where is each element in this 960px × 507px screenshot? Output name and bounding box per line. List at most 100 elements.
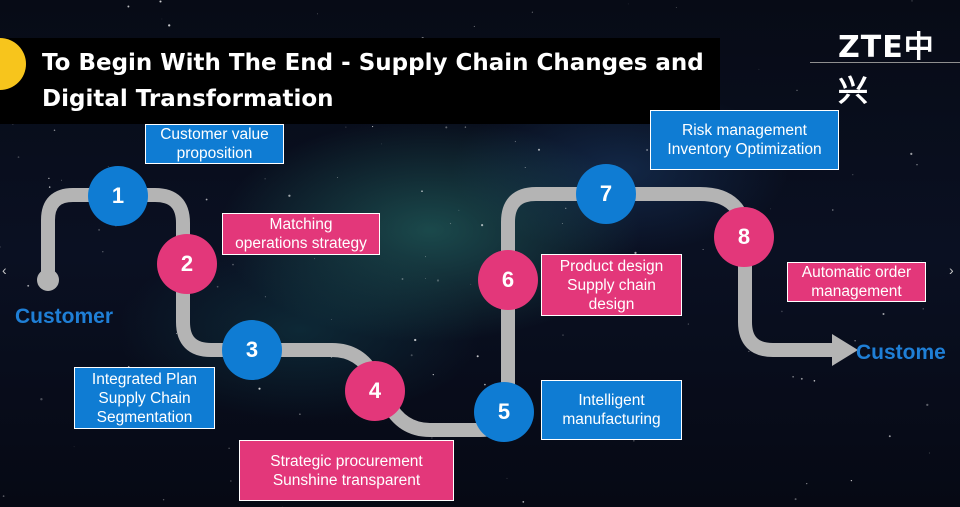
star xyxy=(675,6,677,8)
star xyxy=(562,334,564,336)
label-box-4: Strategic procurement Sunshine transpare… xyxy=(239,440,454,501)
star xyxy=(627,3,629,5)
label-3-line-1: Integrated Plan xyxy=(91,370,198,388)
star xyxy=(531,11,533,13)
step-circle-8[interactable]: 8 xyxy=(714,207,774,267)
step-circle-1[interactable]: 1 xyxy=(88,166,148,226)
label-7-line-2: Inventory Optimization xyxy=(667,141,822,158)
step-circle-4[interactable]: 4 xyxy=(345,361,405,421)
label-box-1: Customer value proposition xyxy=(145,124,284,164)
star xyxy=(175,332,178,334)
star xyxy=(216,285,219,288)
zte-logo: ZTE中兴 xyxy=(838,30,935,109)
star xyxy=(470,283,472,285)
star xyxy=(646,148,649,152)
step-circle-6[interactable]: 6 xyxy=(478,250,538,310)
step-circle-2[interactable]: 2 xyxy=(157,234,217,294)
star xyxy=(687,323,689,325)
star xyxy=(414,338,417,342)
label-box-7: Risk management Inventory Optimization xyxy=(650,110,839,170)
star xyxy=(910,152,913,155)
step-circle-5[interactable]: 5 xyxy=(474,382,534,442)
label-4-line-2: Sunshine transparent xyxy=(272,471,421,489)
chevron-right-icon[interactable]: › xyxy=(949,262,954,278)
star xyxy=(882,312,885,316)
star xyxy=(922,308,924,310)
star xyxy=(102,251,104,253)
label-5-line-1: Intelligent xyxy=(578,392,645,409)
star xyxy=(337,177,338,178)
label-box-3: Integrated Plan Supply Chain Segmentatio… xyxy=(74,367,215,429)
title-line-1: To Begin With The End - Supply Chain Cha… xyxy=(42,50,704,76)
star xyxy=(565,207,567,209)
label-3-line-3: Segmentation xyxy=(96,408,193,426)
star xyxy=(916,164,918,166)
star xyxy=(258,387,261,390)
star xyxy=(421,190,423,192)
star xyxy=(48,186,51,188)
label-2-line-1: Matching xyxy=(269,216,333,233)
star xyxy=(524,167,526,168)
star xyxy=(0,246,1,248)
star xyxy=(634,251,637,255)
star xyxy=(228,447,230,450)
star xyxy=(162,499,165,501)
star xyxy=(926,403,929,407)
star xyxy=(230,480,232,482)
label-5-line-2: manufacturing xyxy=(562,411,661,428)
star xyxy=(127,5,130,8)
star xyxy=(264,296,266,298)
star xyxy=(852,174,854,176)
star xyxy=(27,284,30,287)
step-circle-7[interactable]: 7 xyxy=(576,164,636,224)
star xyxy=(888,435,891,438)
logo-underline xyxy=(810,62,960,63)
chevron-left-icon[interactable]: ‹ xyxy=(2,262,7,278)
star xyxy=(282,505,284,507)
star xyxy=(73,446,75,448)
star xyxy=(48,177,50,180)
star xyxy=(431,437,433,439)
label-6-line-1: Product design xyxy=(559,257,664,275)
star xyxy=(17,156,20,158)
label-8-line-1: Automatic order xyxy=(801,264,912,281)
star xyxy=(748,350,750,352)
star xyxy=(288,194,291,197)
star xyxy=(264,178,266,180)
star xyxy=(12,123,14,125)
star xyxy=(381,143,383,145)
star xyxy=(410,354,413,357)
star xyxy=(796,89,798,92)
label-8-line-2: management xyxy=(811,283,902,300)
label-box-5: Intelligent manufacturing xyxy=(541,380,682,440)
label-1-line-1: Customer value xyxy=(160,126,269,143)
star xyxy=(911,0,913,2)
star xyxy=(40,398,43,401)
star xyxy=(481,224,484,227)
star xyxy=(60,179,63,181)
star xyxy=(464,126,467,128)
step-circle-3[interactable]: 3 xyxy=(222,320,282,380)
title-line-2: Digital Transformation xyxy=(42,86,334,112)
star xyxy=(432,374,434,376)
star xyxy=(449,222,452,225)
star xyxy=(806,482,808,485)
star xyxy=(792,376,794,378)
star xyxy=(205,198,208,201)
star xyxy=(537,148,541,151)
star xyxy=(920,260,922,262)
label-1-line-2: proposition xyxy=(176,145,253,162)
star xyxy=(794,498,797,501)
star xyxy=(484,383,486,386)
star xyxy=(161,18,163,20)
label-box-6: Product design Supply chain design xyxy=(541,254,682,316)
star xyxy=(770,208,771,210)
star xyxy=(436,279,440,282)
star xyxy=(832,209,834,211)
star xyxy=(232,263,234,266)
star xyxy=(317,13,318,15)
star xyxy=(425,256,426,258)
label-3-line-2: Supply Chain xyxy=(98,389,191,407)
star xyxy=(506,477,508,479)
